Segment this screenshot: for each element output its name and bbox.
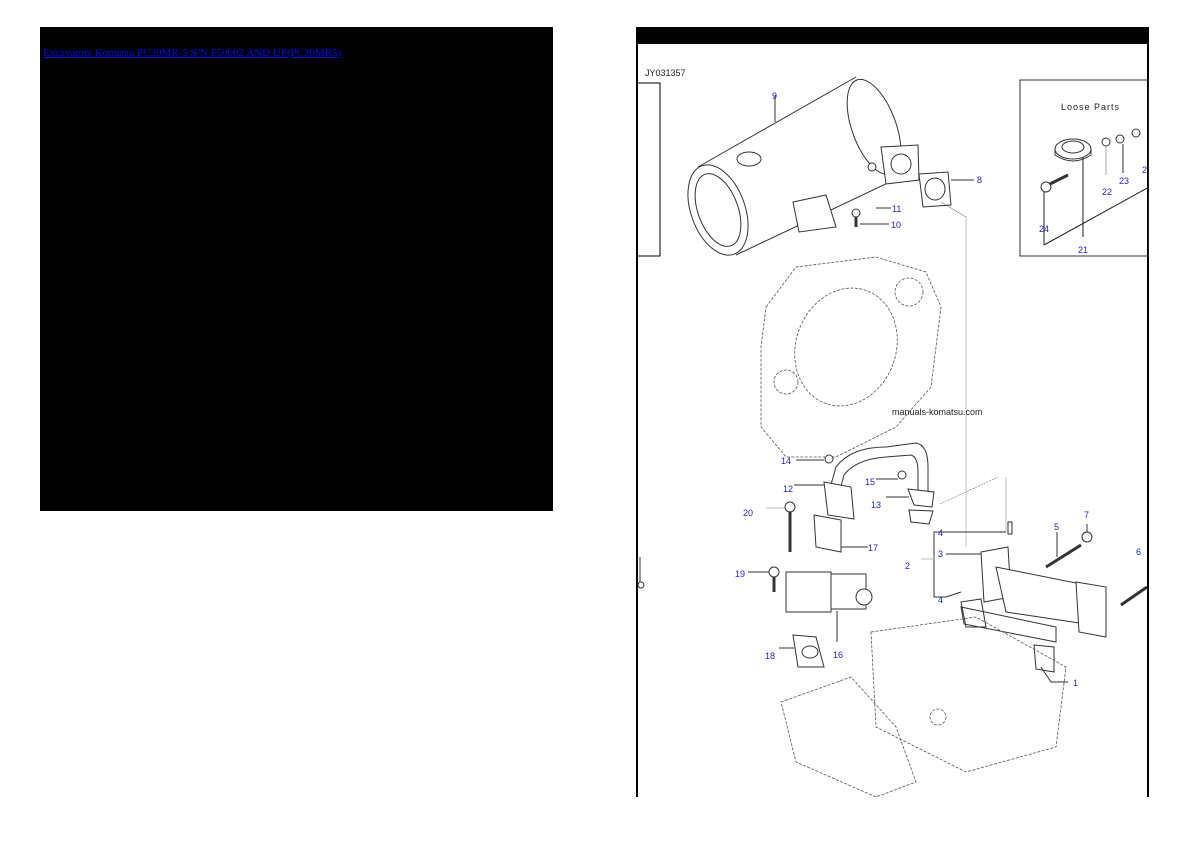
svg-text:5: 5 (1054, 522, 1059, 532)
svg-text:3: 3 (938, 549, 943, 559)
svg-text:18: 18 (765, 651, 775, 661)
svg-text:21: 21 (1078, 245, 1088, 255)
loose-parts-inset: Loose Parts 24 21 22 23 2 (1019, 79, 1149, 257)
document-viewer-panel: Excavators Komatsu PC30MR-5 S/N F50002 A… (40, 27, 553, 511)
svg-text:23: 23 (1119, 176, 1129, 186)
svg-text:2: 2 (905, 561, 910, 571)
diagram-header-bar (636, 27, 1149, 44)
svg-text:6: 6 (1136, 547, 1141, 557)
egr-valve (785, 571, 873, 668)
svg-text:20: 20 (743, 508, 753, 518)
exhaust-manifold (960, 546, 1107, 673)
figure-id: JY031357 (645, 68, 686, 78)
svg-text:16: 16 (833, 650, 843, 660)
svg-text:12: 12 (783, 484, 793, 494)
svg-text:17: 17 (868, 543, 878, 553)
svg-text:11: 11 (892, 204, 901, 214)
svg-text:13: 13 (871, 500, 881, 510)
svg-text:10: 10 (891, 220, 901, 230)
exploded-parts-diagram: JY031357 Loose Parts 24 21 22 (637, 68, 1149, 797)
svg-text:1: 1 (1073, 678, 1078, 688)
egr-pipe (813, 442, 935, 553)
svg-text:4: 4 (938, 528, 943, 538)
loose-parts-title: Loose Parts (1061, 102, 1120, 112)
parts-diagram-panel: JY031357 Loose Parts 24 21 22 (636, 27, 1149, 797)
svg-text:8: 8 (977, 175, 982, 185)
svg-text:7: 7 (1084, 510, 1089, 520)
svg-text:2: 2 (1142, 165, 1147, 175)
muffler-part-9 (687, 76, 952, 256)
svg-text:9: 9 (772, 91, 777, 101)
svg-text:24: 24 (1039, 224, 1049, 234)
diagram-border-left (636, 44, 638, 797)
diagram-border-right (1147, 44, 1149, 797)
svg-text:19: 19 (735, 569, 745, 579)
model-title-link[interactable]: Excavators Komatsu PC30MR-5 S/N F50002 A… (43, 47, 342, 59)
cylinder-head (780, 616, 1067, 797)
svg-text:22: 22 (1102, 187, 1112, 197)
svg-text:4: 4 (938, 595, 943, 605)
svg-text:14: 14 (781, 456, 791, 466)
svg-text:15: 15 (865, 477, 875, 487)
flywheel-housing (760, 256, 942, 458)
watermark: manuals-komatsu.com (892, 407, 983, 417)
